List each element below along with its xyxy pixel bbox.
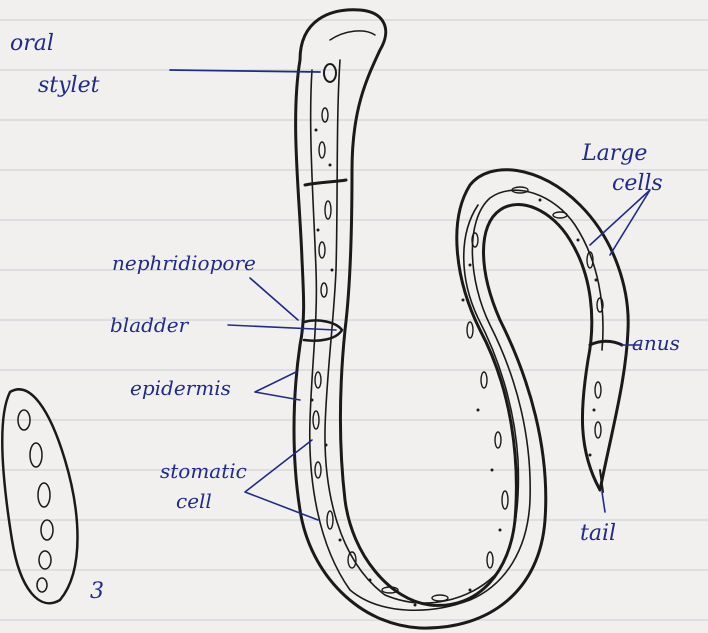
leader-lines	[170, 70, 650, 520]
large-cells-pointer	[590, 190, 650, 255]
label-cell: cell	[176, 489, 212, 513]
side-sketch	[2, 389, 77, 603]
label-stomatic: stomatic	[160, 459, 247, 483]
label-nephridiopore: nephridiopore	[112, 251, 256, 275]
label-oral: oral	[10, 31, 54, 56]
figure-number: 3	[90, 579, 104, 604]
bladder-pointer	[228, 325, 336, 330]
nephridiopore-pointer	[250, 278, 298, 320]
stomatic-cell-pointer	[245, 440, 318, 520]
label-stylet: stylet	[38, 73, 100, 98]
label-cells: cells	[612, 171, 663, 196]
tail-pointer	[602, 492, 605, 512]
nematode-body	[294, 10, 628, 628]
label-epidermis: epidermis	[130, 376, 231, 400]
label-anus: anus	[632, 331, 680, 355]
label-large: Large	[581, 141, 647, 166]
label-tail: tail	[580, 521, 616, 546]
epidermis-pointer	[255, 372, 300, 400]
label-bladder: bladder	[110, 313, 190, 337]
stylet-mark	[324, 64, 336, 82]
